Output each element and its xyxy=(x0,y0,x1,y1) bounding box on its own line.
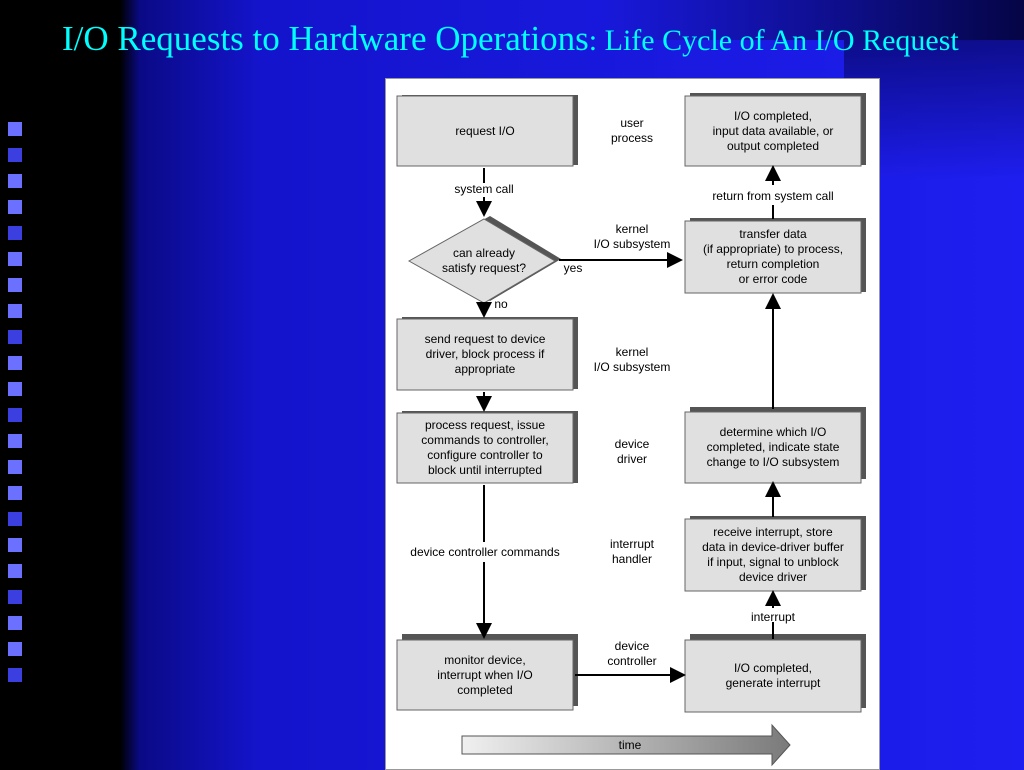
slide-title: I/O Requests to Hardware Operations: Lif… xyxy=(62,18,962,62)
layer-user-process: user process xyxy=(610,116,654,145)
box-send-text: send request to device driver, block pro… xyxy=(424,332,546,376)
layer-interrupt-handler: interrupt handler xyxy=(609,537,655,566)
box-request-io xyxy=(396,95,578,167)
box-generate-interrupt xyxy=(684,634,866,713)
time-arrow xyxy=(461,723,791,767)
layer-kernel-io-2: kernel I/O subsystem xyxy=(593,345,671,374)
box-process-text: process request, issue commands to contr… xyxy=(421,418,549,477)
box-completed-text: I/O completed, input data available, or … xyxy=(712,108,834,153)
box-determine-io xyxy=(684,407,866,484)
edge-label-yes: yes xyxy=(563,261,583,275)
io-lifecycle-diagram: request I/O send request to device drive… xyxy=(385,78,880,770)
box-receive-text: receive interrupt, store data in device-… xyxy=(702,525,844,584)
diagram-graphics xyxy=(396,93,866,767)
layer-device-controller: device controller xyxy=(607,639,657,668)
edge-label-system-call: system call xyxy=(454,182,514,196)
box-io-completed xyxy=(684,93,866,167)
box-transfer-text: transfer data (if appropriate) to proces… xyxy=(702,227,844,286)
layer-device-driver: device driver xyxy=(614,437,650,466)
edge-label-controller-commands: device controller commands xyxy=(410,545,560,559)
diagram-edges xyxy=(476,165,781,683)
box-monitor-text: monitor device, interrupt when I/O compl… xyxy=(437,652,533,697)
box-request-text: request I/O xyxy=(455,123,515,138)
title-tail: : Life Cycle of An I/O Request xyxy=(588,24,959,57)
time-label: time xyxy=(618,738,642,752)
box-gen-text: I/O completed, generate interrupt xyxy=(725,661,821,690)
edge-label-interrupt: interrupt xyxy=(750,610,796,624)
box-send-request xyxy=(396,317,578,391)
layer-kernel-io-1: kernel I/O subsystem xyxy=(593,222,671,251)
box-receive-interrupt xyxy=(684,516,866,592)
top-dark-band xyxy=(0,0,1024,40)
box-transfer-data xyxy=(684,218,866,294)
box-monitor-device xyxy=(396,634,578,711)
decision-text: can already satisfy request? xyxy=(441,246,527,275)
edge-label-return: return from system call xyxy=(712,189,834,203)
box-process-request xyxy=(396,411,578,484)
edge-label-no: no xyxy=(494,297,508,311)
box-determine-text: determine which I/O completed, indicate … xyxy=(706,425,840,469)
title-main: I/O Requests to Hardware Operations xyxy=(62,19,589,58)
